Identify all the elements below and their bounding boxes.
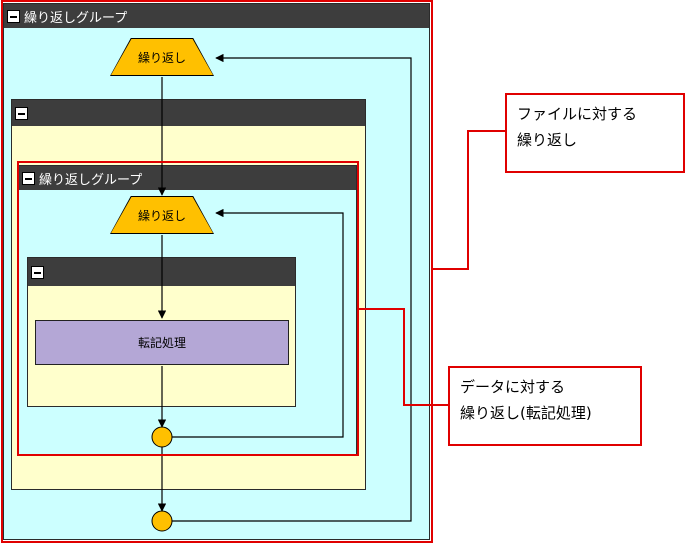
- inner-group-title: 繰り返しグループ: [39, 172, 143, 188]
- outer-loop-label: 繰り返し: [137, 50, 186, 65]
- data-callout-leader: [358, 308, 448, 406]
- inner-loop-back-arrow: [172, 208, 344, 438]
- outer-loop-highlight: [1, 0, 433, 543]
- outer-group-collapse-button[interactable]: [7, 9, 20, 23]
- data-block-collapse-button[interactable]: [31, 265, 44, 279]
- inner-group-titlebar: 繰り返しグループ: [19, 166, 356, 190]
- data-callout-line1: データに対する: [460, 378, 566, 396]
- file-callout-line1: ファイルに対する: [517, 105, 638, 123]
- outer-group-titlebar: 繰り返しグループ: [4, 4, 429, 28]
- inner-loop-label: 繰り返し: [137, 208, 186, 223]
- transcribe-process-node[interactable]: 転記処理: [35, 320, 289, 365]
- data-callout-line2: 繰り返し(転記処理): [460, 404, 592, 422]
- inner-loop-highlight: [17, 161, 359, 456]
- file-block-titlebar: [12, 100, 365, 126]
- process-label: 転記処理: [137, 336, 186, 350]
- inner-loop-end-node: [151, 426, 173, 448]
- inner-group-collapse-button[interactable]: [22, 171, 35, 185]
- inner-loop-node[interactable]: 繰り返し: [110, 196, 214, 234]
- file-callout-line2: 繰り返し: [517, 131, 578, 149]
- file-block-collapse-button[interactable]: [15, 106, 28, 120]
- file-loop-callout: ファイルに対する 繰り返し: [505, 93, 685, 173]
- outer-loop-end-node: [151, 510, 173, 532]
- outer-group-title: 繰り返しグループ: [24, 10, 128, 26]
- file-callout-leader: [432, 130, 506, 270]
- data-loop-callout: データに対する 繰り返し(転記処理): [448, 366, 642, 446]
- outer-loop-back-arrow: [172, 53, 412, 522]
